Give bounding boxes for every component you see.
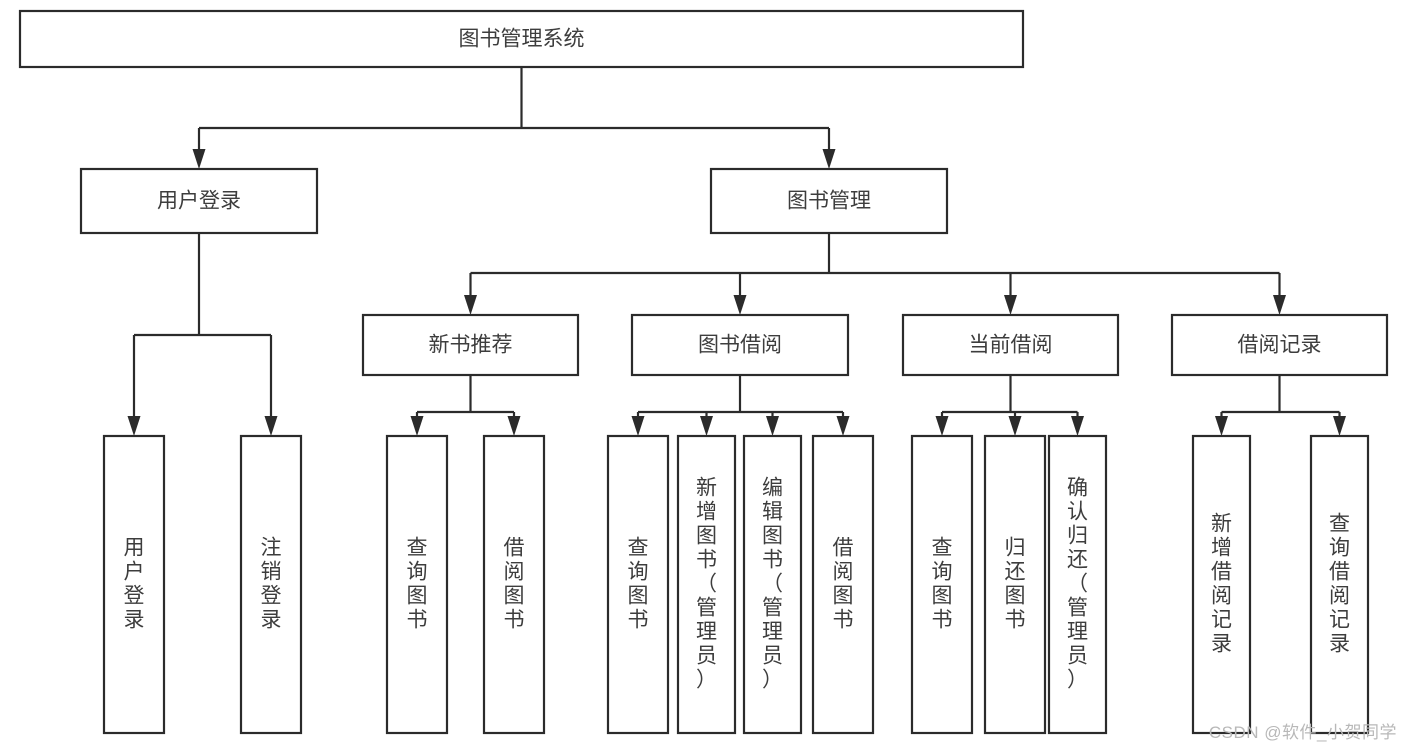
node-label: 确认归还（管理员） xyxy=(1067,477,1088,692)
node-label: 当前借阅 xyxy=(969,334,1053,357)
node-box[interactable] xyxy=(239,434,303,735)
node-leaf-user-login[interactable]: 用户登录 xyxy=(102,434,166,735)
node-leaf-borrow-book-2[interactable]: 借阅图书 xyxy=(811,434,875,735)
arrow-head-icon xyxy=(1071,416,1084,436)
node-box[interactable] xyxy=(18,9,1025,69)
arrow-head-icon xyxy=(264,416,278,436)
node-label: 查询借阅记录 xyxy=(1329,513,1350,656)
arrow-head-icon xyxy=(464,295,477,315)
node-label: 注销登录 xyxy=(261,537,282,632)
node-box[interactable] xyxy=(742,434,803,735)
arrow-head-icon xyxy=(935,416,949,436)
node-box[interactable] xyxy=(79,167,319,235)
node-label: 查询图书 xyxy=(407,537,428,632)
node-label: 借阅记录 xyxy=(1238,334,1322,357)
node-leaf-query-book-3[interactable]: 查询图书 xyxy=(910,434,974,735)
node-box[interactable] xyxy=(482,434,546,735)
arrow-head-icon xyxy=(733,295,747,315)
node-borrow-record[interactable]: 借阅记录 xyxy=(1170,313,1389,377)
node-box[interactable] xyxy=(709,167,949,235)
node-leaf-add-book[interactable]: 新增图书（管理员） xyxy=(676,434,737,735)
node-label: 新书推荐 xyxy=(429,334,513,357)
arrow-head-icon xyxy=(631,416,645,436)
node-current-borrow[interactable]: 当前借阅 xyxy=(901,313,1120,377)
arrow-head-icon xyxy=(1215,416,1228,436)
node-leaf-logout[interactable]: 注销登录 xyxy=(239,434,303,735)
node-layer: 图书管理系统用户登录图书管理新书推荐图书借阅当前借阅借阅记录用户登录注销登录查询… xyxy=(18,9,1389,735)
arrow-head-icon xyxy=(127,416,141,436)
node-leaf-borrow-book-1[interactable]: 借阅图书 xyxy=(482,434,546,735)
node-user-login[interactable]: 用户登录 xyxy=(79,167,319,235)
node-label: 新增借阅记录 xyxy=(1211,513,1232,656)
node-label: 图书管理系统 xyxy=(459,28,585,51)
node-label: 借阅图书 xyxy=(833,537,854,632)
node-book-borrow[interactable]: 图书借阅 xyxy=(630,313,850,377)
arrow-head-icon xyxy=(1004,295,1017,315)
arrow-head-icon xyxy=(507,416,521,436)
node-new-book-rec[interactable]: 新书推荐 xyxy=(361,313,580,377)
node-label: 归还图书 xyxy=(1005,537,1026,632)
node-leaf-query-book-1[interactable]: 查询图书 xyxy=(385,434,449,735)
node-box[interactable] xyxy=(1191,434,1252,735)
node-leaf-edit-book[interactable]: 编辑图书（管理员） xyxy=(742,434,803,735)
node-label: 图书借阅 xyxy=(698,334,782,357)
node-leaf-confirm-return[interactable]: 确认归还（管理员） xyxy=(1047,434,1108,735)
node-label: 用户登录 xyxy=(124,537,145,632)
node-leaf-return-book[interactable]: 归还图书 xyxy=(983,434,1047,735)
node-leaf-query-book-2[interactable]: 查询图书 xyxy=(606,434,670,735)
node-label: 新增图书（管理员） xyxy=(696,477,717,692)
node-box[interactable] xyxy=(676,434,737,735)
node-leaf-add-record[interactable]: 新增借阅记录 xyxy=(1191,434,1252,735)
node-box[interactable] xyxy=(385,434,449,735)
arrow-head-icon xyxy=(410,416,424,436)
arrow-head-icon xyxy=(822,149,836,169)
node-book-manage[interactable]: 图书管理 xyxy=(709,167,949,235)
node-label: 用户登录 xyxy=(157,190,241,213)
arrow-head-icon xyxy=(836,416,850,436)
node-leaf-query-record[interactable]: 查询借阅记录 xyxy=(1309,434,1370,735)
node-label: 查询图书 xyxy=(932,537,953,632)
node-label: 查询图书 xyxy=(628,537,649,632)
node-box[interactable] xyxy=(361,313,580,377)
node-box[interactable] xyxy=(983,434,1047,735)
connector-layer xyxy=(127,67,1346,436)
node-box[interactable] xyxy=(1309,434,1370,735)
node-box[interactable] xyxy=(102,434,166,735)
node-box[interactable] xyxy=(910,434,974,735)
node-box[interactable] xyxy=(1047,434,1108,735)
arrow-head-icon xyxy=(1008,416,1022,436)
node-label: 图书管理 xyxy=(787,190,871,213)
node-box[interactable] xyxy=(1170,313,1389,377)
node-label: 借阅图书 xyxy=(504,537,525,632)
node-root[interactable]: 图书管理系统 xyxy=(18,9,1025,69)
node-label: 编辑图书（管理员） xyxy=(762,477,783,692)
arrow-head-icon xyxy=(766,416,779,436)
node-box[interactable] xyxy=(901,313,1120,377)
node-box[interactable] xyxy=(811,434,875,735)
arrow-head-icon xyxy=(192,149,206,169)
node-box[interactable] xyxy=(630,313,850,377)
arrow-head-icon xyxy=(1333,416,1346,436)
arrow-head-icon xyxy=(1273,295,1286,315)
arrow-head-icon xyxy=(700,416,713,436)
node-box[interactable] xyxy=(606,434,670,735)
